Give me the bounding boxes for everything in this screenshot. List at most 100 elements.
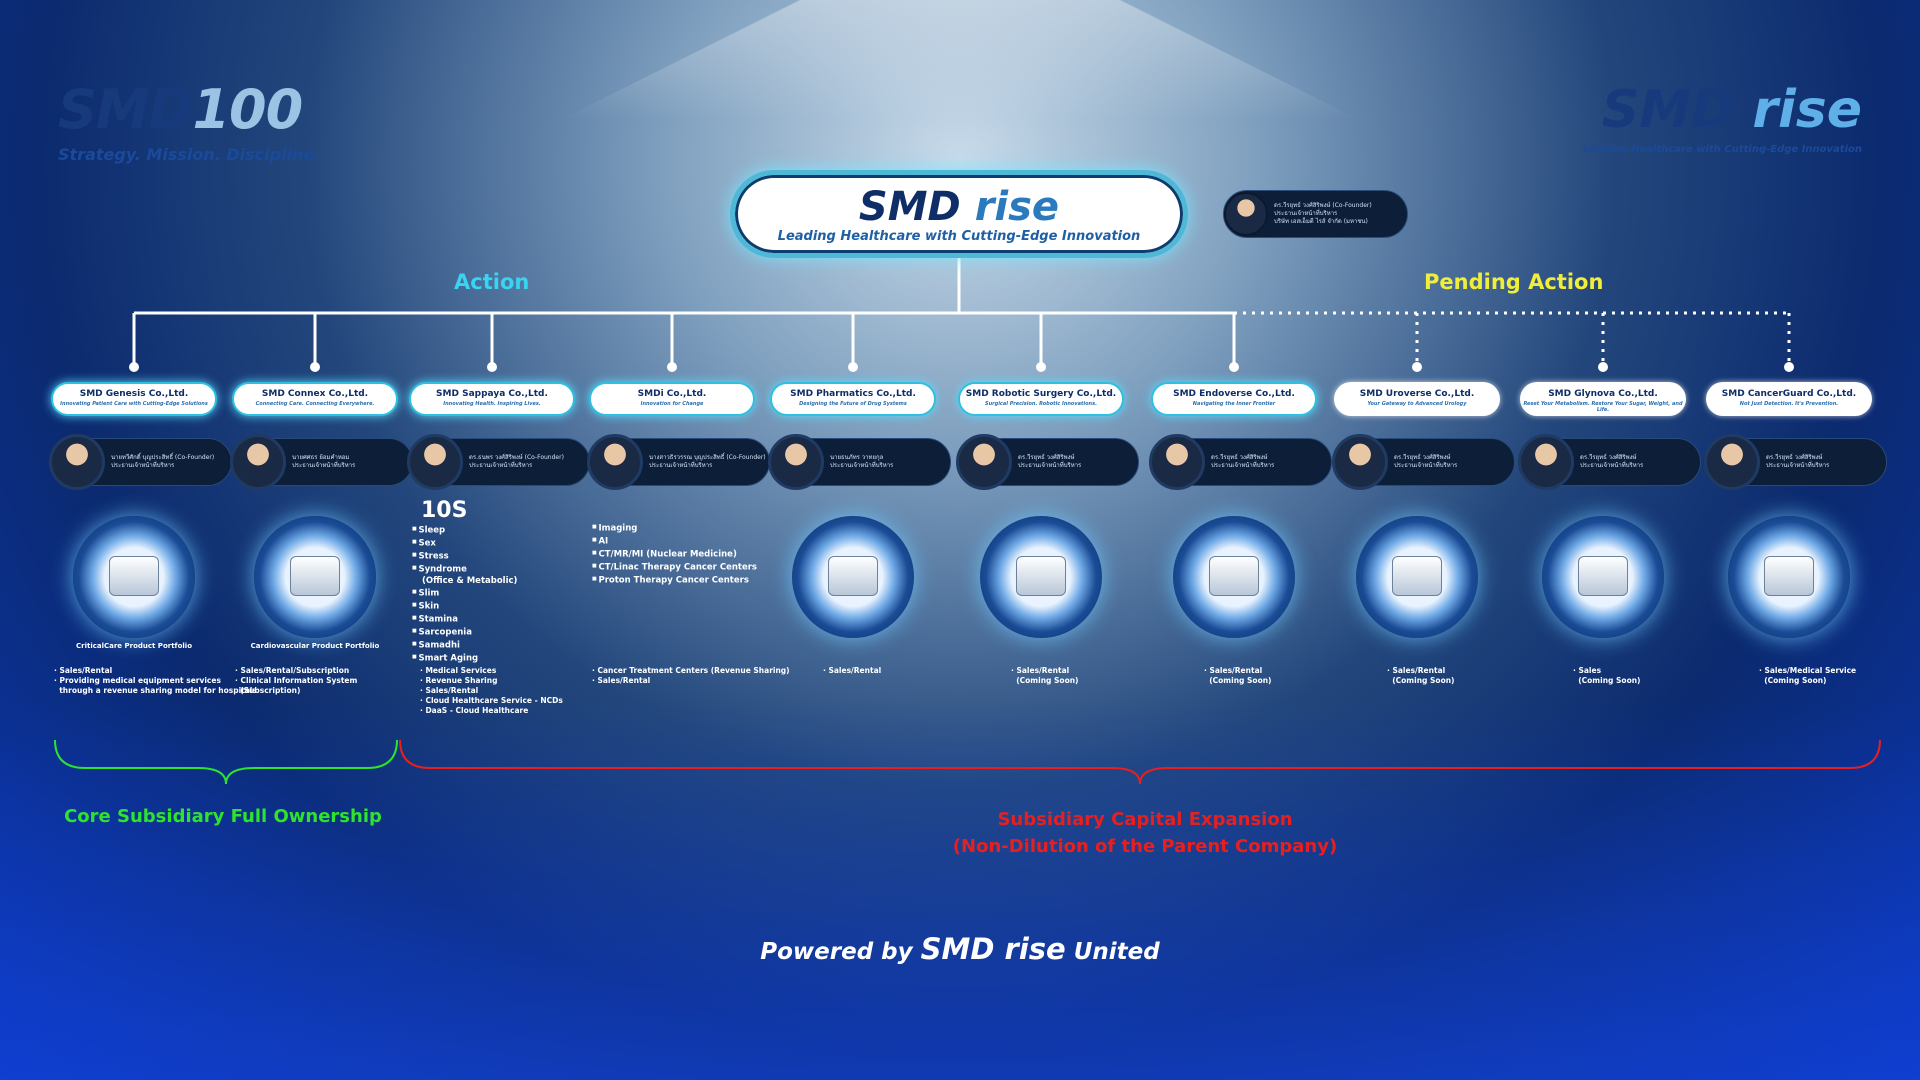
company-pill: SMD Genesis Co.,Ltd.Innovating Patient C… bbox=[51, 382, 217, 416]
executive-card: ดร.ธนพร วงศ์สิริพงษ์ (Co-Founder)ประธานเ… bbox=[407, 434, 590, 490]
company-name: SMD Glynova Co.,Ltd. bbox=[1548, 389, 1658, 399]
business-model-line: · Revenue Sharing bbox=[420, 676, 498, 685]
product-image bbox=[290, 556, 340, 596]
business-model-line: · Sales/Rental/Subscription bbox=[235, 666, 350, 675]
connector-dot bbox=[1229, 362, 1239, 372]
business-model-notes: · Sales/Rental (Coming Soon) bbox=[1387, 666, 1455, 686]
executive-card: ดร.วีรยุทธ์ วงศ์สิริพงษ์ประธานเจ้าหน้าที… bbox=[1704, 434, 1887, 490]
section-label-pending: Pending Action bbox=[1424, 270, 1604, 294]
executive-text: ดร.วีรยุทธ์ วงศ์สิริพงษ์ประธานเจ้าหน้าที… bbox=[1012, 454, 1081, 470]
service-item: Stamina bbox=[412, 613, 517, 626]
service-item: Skin bbox=[412, 600, 517, 613]
executive-text: ดร.ธนพร วงศ์สิริพงษ์ (Co-Founder)ประธานเ… bbox=[463, 454, 564, 470]
connector-dot bbox=[129, 362, 139, 372]
business-model-notes: · Sales (Coming Soon) bbox=[1573, 666, 1641, 686]
business-model-line: · Sales/Rental bbox=[1011, 666, 1070, 675]
executive-card: ดร.วีรยุทธ์ วงศ์สิริพงษ์ประธานเจ้าหน้าที… bbox=[1518, 434, 1701, 490]
smd100-logo: SMD100 bbox=[58, 78, 303, 141]
background-glow bbox=[0, 700, 1920, 1080]
product-image bbox=[1016, 556, 1066, 596]
business-model-line: · Sales/Medical Service bbox=[1759, 666, 1857, 675]
executive-card: ดร.วีรยุทธ์ วงศ์สิริพงษ์ประธานเจ้าหน้าที… bbox=[956, 434, 1139, 490]
company-pill: SMDi Co.,Ltd.Innovation for Change bbox=[589, 382, 755, 416]
avatar bbox=[1149, 434, 1205, 490]
company-name: SMD Robotic Surgery Co.,Ltd. bbox=[965, 389, 1117, 399]
executive-text: นายธนภัทร วาทยกุลประธานเจ้าหน้าที่บริหาร bbox=[824, 454, 893, 470]
business-model-line: · Sales bbox=[1573, 666, 1602, 675]
service-item: CT/MR/MI (Nuclear Medicine) bbox=[592, 548, 757, 561]
business-model-line: · Sales/Rental bbox=[592, 676, 651, 685]
root-founder-card: ดร.วีรยุทธ์ วงศ์สิริพงษ์ (Co-Founder) ปร… bbox=[1223, 190, 1408, 238]
service-list: ImagingAICT/MR/MI (Nuclear Medicine)CT/L… bbox=[592, 522, 757, 586]
business-model-line: (Coming Soon) bbox=[1387, 676, 1455, 685]
business-model-notes: · Sales/Medical Service (Coming Soon) bbox=[1759, 666, 1856, 686]
executive-name: นายธนภัทร วาทยกุล bbox=[830, 454, 884, 461]
company-slogan: Not Just Detection. It's Prevention. bbox=[1739, 401, 1839, 407]
root-founder-text: ดร.วีรยุทธ์ วงศ์สิริพงษ์ (Co-Founder) ปร… bbox=[1268, 202, 1372, 226]
product-orb bbox=[254, 516, 376, 638]
company-node: SMD Pharmatics Co.,Ltd.Designing the Fut… bbox=[770, 382, 936, 416]
connector-dot bbox=[1784, 362, 1794, 372]
business-model-notes: · Sales/Rental/Subscription· Clinical In… bbox=[235, 666, 357, 696]
executive-card: นายธนภัทร วาทยกุลประธานเจ้าหน้าที่บริหาร bbox=[768, 434, 951, 490]
business-model-line: (Coming Soon) bbox=[1011, 676, 1079, 685]
smd100-tagline: Strategy. Mission. Discipline. bbox=[58, 145, 321, 164]
company-name: SMD Connex Co.,Ltd. bbox=[261, 389, 369, 399]
company-pill: SMD Robotic Surgery Co.,Ltd.Surgical Pre… bbox=[958, 382, 1124, 416]
service-item: Sex bbox=[412, 537, 517, 550]
powered-prefix: Powered by bbox=[760, 939, 913, 965]
executive-name: ดร.ธนพร วงศ์สิริพงษ์ (Co-Founder) bbox=[469, 454, 564, 461]
company-node: SMD Connex Co.,Ltd.Connecting Care. Conn… bbox=[232, 382, 398, 416]
product-orb bbox=[1728, 516, 1850, 638]
business-model-notes: · Sales/Rental bbox=[823, 666, 881, 676]
executive-text: ดร.วีรยุทธ์ วงศ์สิริพงษ์ประธานเจ้าหน้าที… bbox=[1574, 454, 1643, 470]
company-pill: SMD Endoverse Co.,Ltd.Navigating the Inn… bbox=[1151, 382, 1317, 416]
brand-smdrise: SMD rise Leading Healthcare with Cutting… bbox=[1583, 80, 1862, 155]
founder-org: บริษัท เอสเอ็มดี ไรส์ จำกัด (มหาชน) bbox=[1274, 218, 1368, 225]
service-item: Slim bbox=[412, 587, 517, 600]
company-name: SMD Endoverse Co.,Ltd. bbox=[1173, 389, 1295, 399]
product-image bbox=[1209, 556, 1259, 596]
executive-role: ประธานเจ้าหน้าที่บริหาร bbox=[1394, 462, 1458, 469]
company-pill: SMD Glynova Co.,Ltd.Reset Your Metabolis… bbox=[1520, 382, 1686, 416]
business-model-notes: · Sales/Rental (Coming Soon) bbox=[1204, 666, 1272, 686]
company-name: SMD Sappaya Co.,Ltd. bbox=[436, 389, 548, 399]
executive-role: ประธานเจ้าหน้าที่บริหาร bbox=[830, 462, 894, 469]
company-slogan: Your Gateway to Advanced Urology bbox=[1367, 401, 1467, 407]
brace-core-subsidiary bbox=[54, 739, 398, 785]
product-orb bbox=[980, 516, 1102, 638]
executive-text: ดร.วีรยุทธ์ วงศ์สิริพงษ์ประธานเจ้าหน้าที… bbox=[1205, 454, 1274, 470]
company-node: SMD Endoverse Co.,Ltd.Navigating the Inn… bbox=[1151, 382, 1317, 416]
service-item: Smart Aging bbox=[412, 652, 517, 665]
executive-card: นายทวีศักดิ์ บุญประสิทธิ์ (Co-Founder)ปร… bbox=[49, 434, 232, 490]
service-heading: 10S bbox=[421, 498, 468, 523]
service-item: Proton Therapy Cancer Centers bbox=[592, 574, 757, 587]
avatar bbox=[956, 434, 1012, 490]
executive-name: ดร.วีรยุทธ์ วงศ์สิริพงษ์ bbox=[1580, 454, 1637, 461]
business-model-line: · Cloud Healthcare Service - NCDs bbox=[420, 696, 563, 705]
executive-name: ดร.วีรยุทธ์ วงศ์สิริพงษ์ bbox=[1394, 454, 1451, 461]
company-node: SMD CancerGuard Co.,Ltd. Not Just Detecti… bbox=[1706, 382, 1872, 416]
executive-name: นางสาวธิรวรรณ บุญประสิทธิ์ (Co-Founder) bbox=[649, 454, 766, 461]
executive-name: ดร.วีรยุทธ์ วงศ์สิริพงษ์ bbox=[1766, 454, 1823, 461]
avatar bbox=[1224, 192, 1268, 236]
company-node: SMD Uroverse Co.,Ltd.Your Gateway to Adv… bbox=[1334, 382, 1500, 416]
business-model-line: · DaaS - Cloud Healthcare bbox=[420, 706, 529, 715]
business-model-line: · Medical Services bbox=[420, 666, 497, 675]
powered-by: Powered by SMD rise United bbox=[0, 932, 1920, 966]
company-name: SMD CancerGuard Co.,Ltd. bbox=[1721, 389, 1857, 399]
root-title: SMD rise bbox=[858, 184, 1060, 230]
executive-text: ดร.วีรยุทธ์ วงศ์สิริพงษ์ประธานเจ้าหน้าที… bbox=[1760, 454, 1829, 470]
avatar bbox=[230, 434, 286, 490]
business-model-line: (Coming Soon) bbox=[1573, 676, 1641, 685]
company-slogan: Innovating Patient Care with Cutting-Edg… bbox=[60, 401, 208, 407]
powered-suffix: United bbox=[1073, 939, 1160, 965]
product-orb bbox=[792, 516, 914, 638]
avatar bbox=[407, 434, 463, 490]
connector-dot bbox=[487, 362, 497, 372]
business-model-line: · Sales/Rental bbox=[420, 686, 479, 695]
product-image bbox=[109, 556, 159, 596]
company-node: SMD Robotic Surgery Co.,Ltd.Surgical Pre… bbox=[958, 382, 1124, 416]
